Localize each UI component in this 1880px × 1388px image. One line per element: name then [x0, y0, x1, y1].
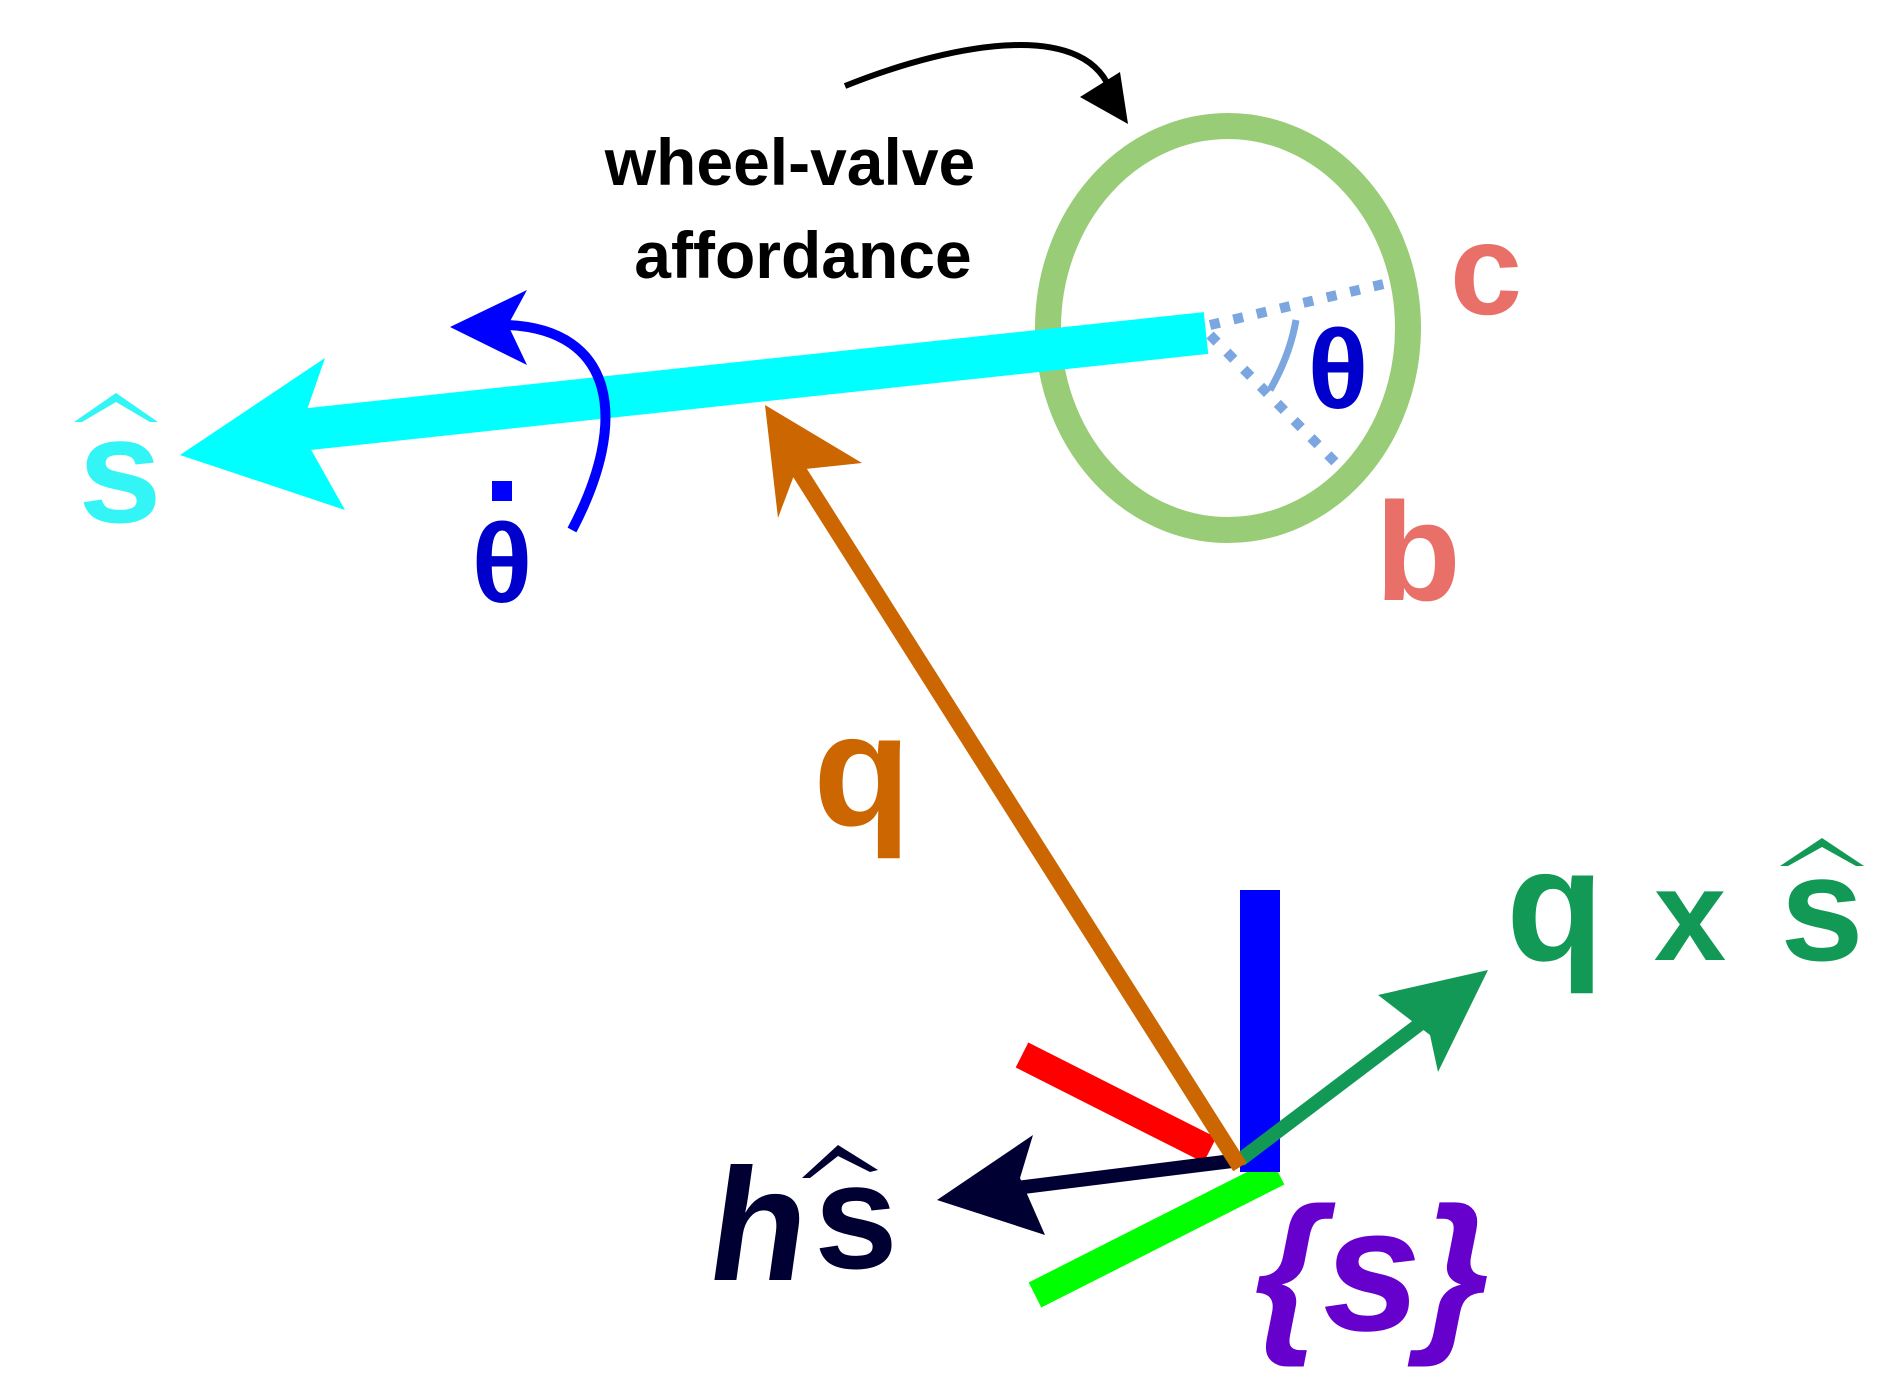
pitch-s-hat — [802, 1145, 878, 1178]
axis-s-hat — [74, 393, 158, 422]
theta-dot-arrow-head — [450, 290, 527, 365]
cross-x-label: x — [1654, 842, 1726, 988]
screw-axis-shaft — [297, 312, 1209, 451]
h-s-shaft — [999, 1153, 1241, 1197]
theta-dot-mark — [492, 481, 512, 501]
turn-arrow-head — [1080, 72, 1128, 124]
q-label: q — [813, 680, 911, 859]
affordance-label-line1: wheel-valve — [604, 125, 976, 199]
theta-arc — [1266, 319, 1300, 392]
q-cross-s-shaft — [1235, 999, 1450, 1166]
theta-dot-label: θ — [472, 501, 533, 626]
cross-s-hat — [1780, 838, 1864, 866]
affordance-label-line2: affordance — [634, 218, 971, 292]
q-cross-label: q — [1506, 815, 1604, 994]
cross-s-label: s — [1780, 824, 1863, 992]
theta-dot-arrow-curve — [507, 320, 611, 533]
radius-c — [1208, 277, 1394, 330]
turn-arrow-curve — [843, 42, 1115, 96]
q-cross-s-head — [1378, 970, 1488, 1072]
h-s-head — [937, 1135, 1045, 1235]
theta-label: θ — [1308, 307, 1369, 432]
point-b-label: b — [1375, 473, 1461, 630]
pitch-h-label: h — [698, 1136, 821, 1315]
screw-axis-head — [180, 358, 345, 510]
radius-b — [1206, 331, 1342, 469]
q-vector-shaft — [788, 460, 1247, 1172]
frame-y-axis — [1028, 1159, 1285, 1308]
wheel-valve-ellipse — [1035, 113, 1421, 543]
point-c-label: c — [1450, 196, 1522, 342]
frame-s-label: {s} — [1255, 1172, 1490, 1368]
q-vector-head — [765, 405, 862, 518]
frame-x-axis — [1015, 1042, 1217, 1163]
